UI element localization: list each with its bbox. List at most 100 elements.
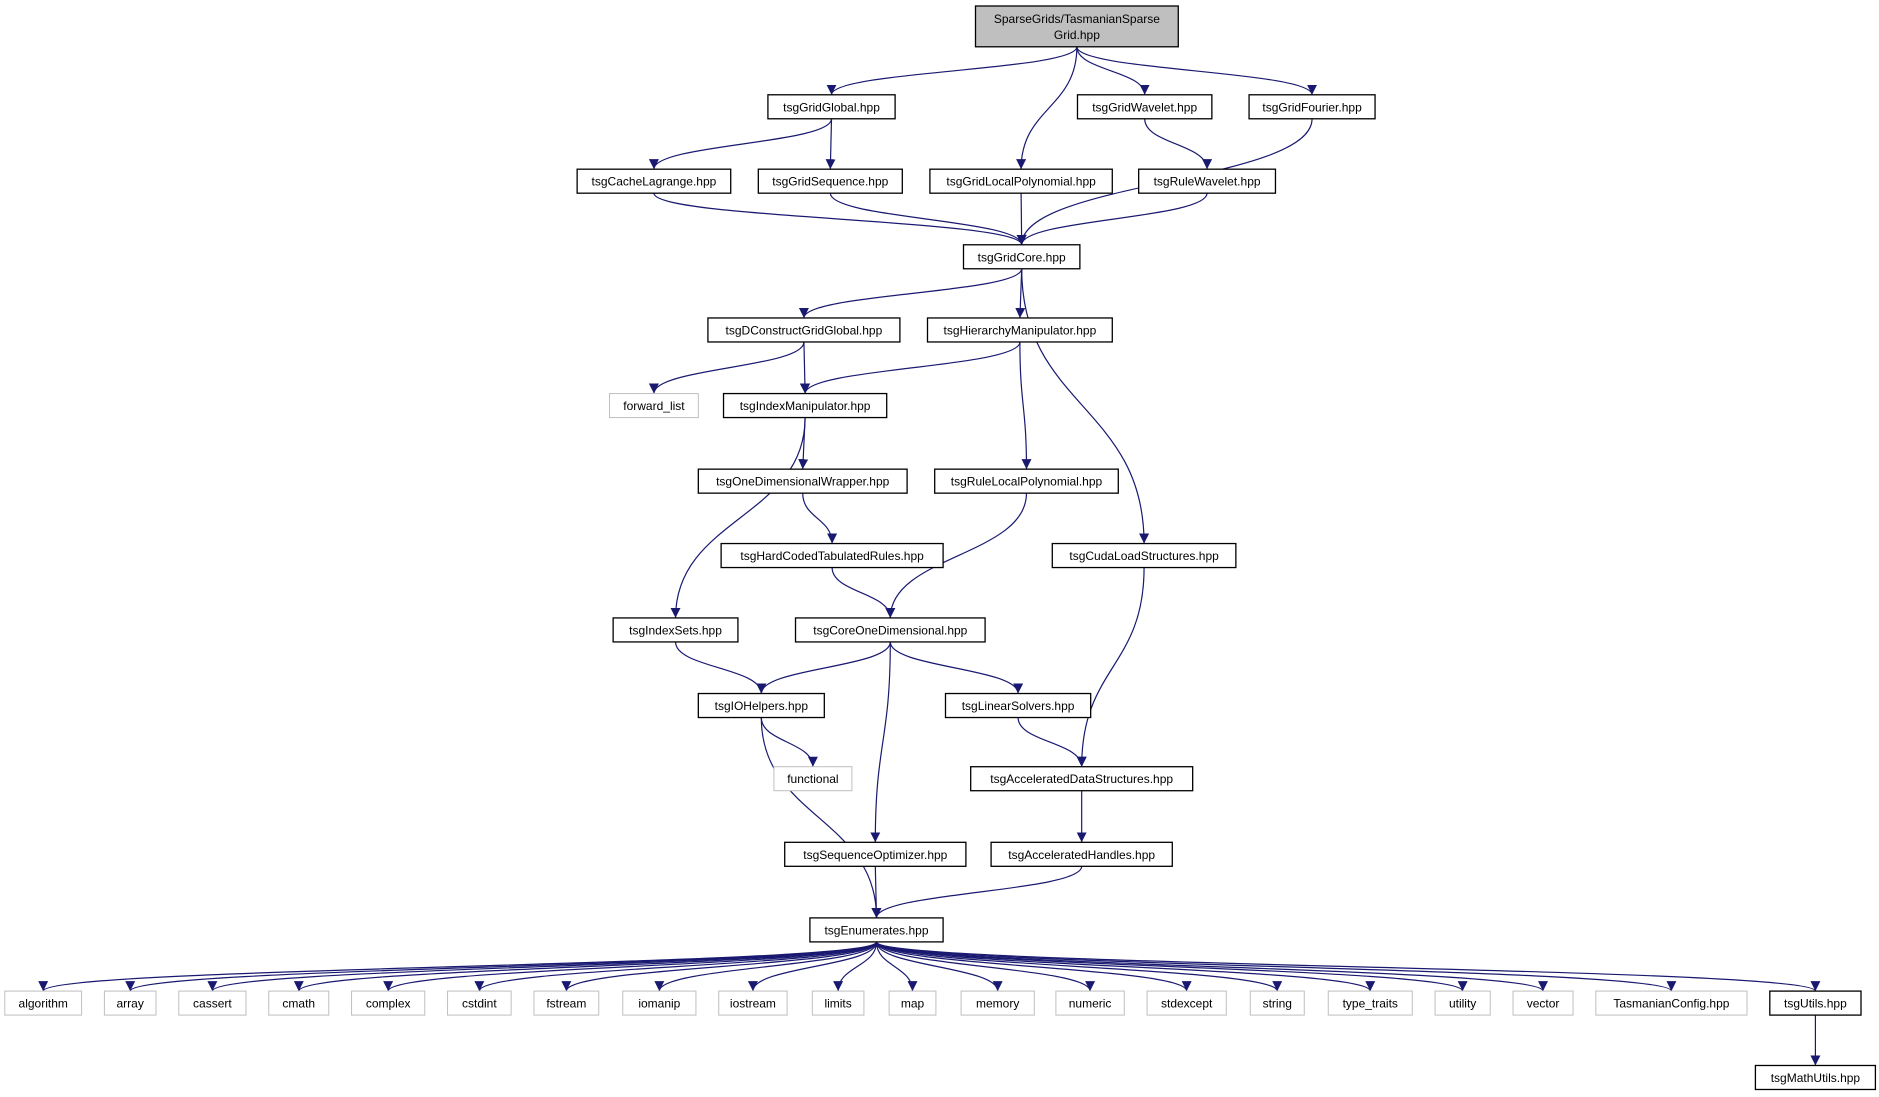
edge-hier-to-rlocal [1019, 341, 1032, 470]
node-gfourier-box [1248, 94, 1376, 120]
node-iohelpers-box [697, 692, 825, 719]
node-complex: complex [351, 990, 426, 1016]
node-utils[interactable]: tsgUtils.hpp [1769, 990, 1862, 1016]
edge-enums-to-stdexcept [875, 941, 1192, 992]
node-tasconfig-label-0: TasmanianConfig.hpp [1613, 997, 1729, 1011]
edge-indexman-to-indexsets [670, 417, 806, 618]
node-coreone-label-0: tsgCoreOneDimensional.hpp [813, 623, 967, 637]
node-dconst[interactable]: tsgDConstructGridGlobal.hpp [707, 317, 901, 343]
edge-cudaload-to-accdata [1076, 567, 1145, 767]
edge-enums-to-utils [875, 941, 1821, 992]
node-utils-label-0: tsgUtils.hpp [1784, 997, 1847, 1011]
node-cmath-box [268, 990, 330, 1016]
node-hier[interactable]: tsgHierarchyManipulator.hpp [926, 317, 1113, 343]
node-linsolv-label-0: tsgLinearSolvers.hpp [962, 699, 1075, 713]
node-indexsets-box [612, 617, 739, 643]
node-hardcoded-box [720, 542, 944, 569]
node-algorithm: algorithm [4, 990, 83, 1016]
node-indexman[interactable]: tsgIndexManipulator.hpp [722, 392, 888, 419]
node-map-box [888, 990, 937, 1016]
node-utility: utility [1434, 990, 1491, 1016]
node-algorithm-label-0: algorithm [19, 997, 68, 1011]
node-gcore[interactable]: tsgGridCore.hpp [962, 244, 1081, 270]
node-glocal[interactable]: tsgGridLocalPolynomial.hpp [929, 168, 1113, 194]
node-rwavelet-label-0: tsgRuleWavelet.hpp [1154, 175, 1261, 189]
edge-enums-to-utility [875, 941, 1468, 992]
node-cachelag[interactable]: tsgCacheLagrange.hpp [576, 168, 732, 194]
edge-enums-to-typetraits [875, 941, 1376, 992]
node-fstream-label-0: fstream [546, 997, 586, 1011]
node-acchandles[interactable]: tsgAcceleratedHandles.hpp [990, 841, 1173, 867]
node-gwavelet-label-0: tsgGridWavelet.hpp [1092, 100, 1197, 114]
node-tasconfig: TasmanianConfig.hpp [1595, 990, 1748, 1016]
node-typetraits-box [1327, 990, 1413, 1016]
node-gseq[interactable]: tsgGridSequence.hpp [757, 168, 903, 194]
node-utility-box [1434, 990, 1491, 1016]
node-mathutils[interactable]: tsgMathUtils.hpp [1754, 1064, 1877, 1091]
edge-gseq-to-gcore [829, 192, 1027, 245]
node-typetraits-label-0: type_traits [1343, 997, 1398, 1011]
node-gglobal-box [767, 94, 896, 120]
edge-enums-to-complex [383, 941, 878, 992]
node-cudaload[interactable]: tsgCudaLoadStructures.hpp [1051, 542, 1237, 569]
node-mathutils-label-0: tsgMathUtils.hpp [1771, 1071, 1861, 1085]
node-hier-box [926, 317, 1113, 343]
node-cstdint: cstdint [447, 990, 512, 1016]
edge-enums-to-iomanip [654, 941, 878, 992]
node-iomanip-label-0: iomanip [638, 997, 680, 1011]
node-accdata[interactable]: tsgAcceleratedDataStructures.hpp [970, 766, 1194, 792]
node-rwavelet-box [1138, 168, 1277, 194]
node-map-label-0: map [901, 997, 925, 1011]
node-root-box [974, 5, 1179, 48]
node-stdexcept-box [1146, 990, 1227, 1016]
node-coreone[interactable]: tsgCoreOneDimensional.hpp [794, 617, 986, 643]
node-numeric-label-0: numeric [1069, 997, 1112, 1011]
node-fwdlist: forward_list [609, 393, 699, 419]
node-linsolv[interactable]: tsgLinearSolvers.hpp [944, 692, 1092, 719]
node-iohelpers[interactable]: tsgIOHelpers.hpp [697, 692, 825, 719]
node-limits: limits [811, 990, 865, 1016]
edge-seqopt-to-enums [871, 866, 882, 918]
node-onedimw-box [697, 468, 908, 494]
node-iomanip-box [622, 990, 697, 1016]
node-gfourier[interactable]: tsgGridFourier.hpp [1248, 94, 1376, 120]
node-rwavelet[interactable]: tsgRuleWavelet.hpp [1138, 168, 1277, 194]
edge-enums-to-vector [875, 941, 1548, 992]
node-iohelpers-label-0: tsgIOHelpers.hpp [715, 699, 809, 713]
node-array-box [103, 990, 157, 1016]
edge-enums-to-numeric [875, 941, 1095, 992]
edge-acchandles-to-enums [871, 866, 1083, 919]
node-hardcoded[interactable]: tsgHardCodedTabulatedRules.hpp [720, 542, 944, 569]
node-glocal-box [929, 168, 1113, 194]
node-gglobal[interactable]: tsgGridGlobal.hpp [767, 94, 896, 120]
edge-enums-to-memory [875, 941, 1003, 992]
edge-gglobal-to-gseq [825, 118, 836, 170]
node-onedimw[interactable]: tsgOneDimensionalWrapper.hpp [697, 468, 908, 494]
node-rlocal[interactable]: tsgRuleLocalPolynomial.hpp [934, 468, 1119, 494]
node-indexman-label-0: tsgIndexManipulator.hpp [740, 399, 871, 413]
node-seqopt-label-0: tsgSequenceOptimizer.hpp [803, 848, 947, 862]
node-indexsets[interactable]: tsgIndexSets.hpp [612, 617, 739, 643]
node-seqopt[interactable]: tsgSequenceOptimizer.hpp [784, 841, 967, 867]
node-gglobal-label-0: tsgGridGlobal.hpp [783, 100, 880, 114]
edge-coreone-to-seqopt [870, 641, 891, 843]
edge-enums-to-algorithm [38, 941, 878, 992]
edges-layer [38, 46, 1821, 1066]
node-accdata-box [970, 766, 1194, 792]
node-enums[interactable]: tsgEnumerates.hpp [809, 917, 944, 943]
edge-hardcoded-to-coreone [831, 567, 896, 618]
node-coreone-box [794, 617, 986, 643]
node-numeric-box [1055, 990, 1125, 1016]
edge-enums-to-limits [833, 941, 878, 992]
node-functional-box [773, 766, 853, 792]
edge-gcore-to-dconst [799, 268, 1023, 319]
node-hier-label-0: tsgHierarchyManipulator.hpp [944, 323, 1097, 337]
node-cachelag-box [576, 168, 732, 194]
node-memory-box [960, 990, 1035, 1016]
edge-enums-to-cmath [294, 941, 878, 992]
node-limits-box [811, 990, 865, 1016]
edge-dconst-to-fwdlist [648, 341, 805, 394]
node-gwavelet[interactable]: tsgGridWavelet.hpp [1076, 94, 1213, 120]
